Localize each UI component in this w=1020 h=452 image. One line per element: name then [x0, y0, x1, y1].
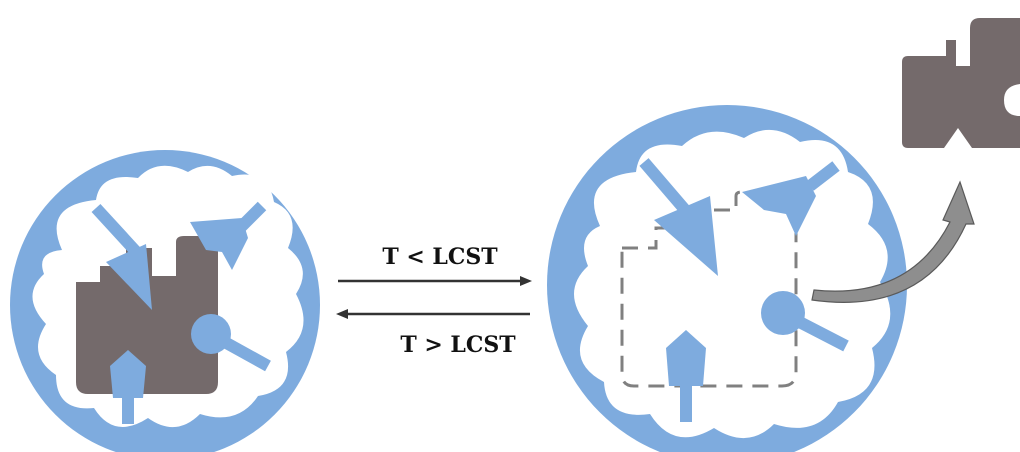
- left-receptor-stem: [91, 203, 145, 261]
- left-guest-molecule: [76, 236, 218, 394]
- right-round-receptor: [761, 291, 805, 335]
- right-receptor-arrowhead: [654, 196, 718, 276]
- forward-arrowhead: [520, 276, 532, 286]
- right-pentagon-receptor: [666, 330, 706, 386]
- transition-arrows: T < LCST T > LCST: [336, 244, 532, 358]
- right-carrier-complex: [547, 105, 907, 452]
- reverse-arrowhead: [336, 309, 348, 319]
- forward-arrow-label: T < LCST: [382, 244, 498, 270]
- right-chevron-stem: [806, 161, 840, 191]
- released-guest-molecule: [902, 18, 1020, 148]
- left-round-receptor: [191, 314, 231, 354]
- left-pentagon-receptor: [110, 350, 146, 398]
- right-chevron-receptor: [742, 176, 816, 236]
- empty-binding-site-outline: [620, 190, 798, 388]
- left-chevron-receptor: [190, 218, 248, 270]
- reverse-arrow-label: T > LCST: [400, 332, 516, 358]
- right-carrier-cavity: [574, 129, 891, 439]
- left-carrier-complex: [10, 150, 320, 452]
- release-path: [811, 180, 975, 303]
- release-arrow-body: [811, 180, 975, 303]
- left-receptor-arrowhead: [106, 244, 152, 310]
